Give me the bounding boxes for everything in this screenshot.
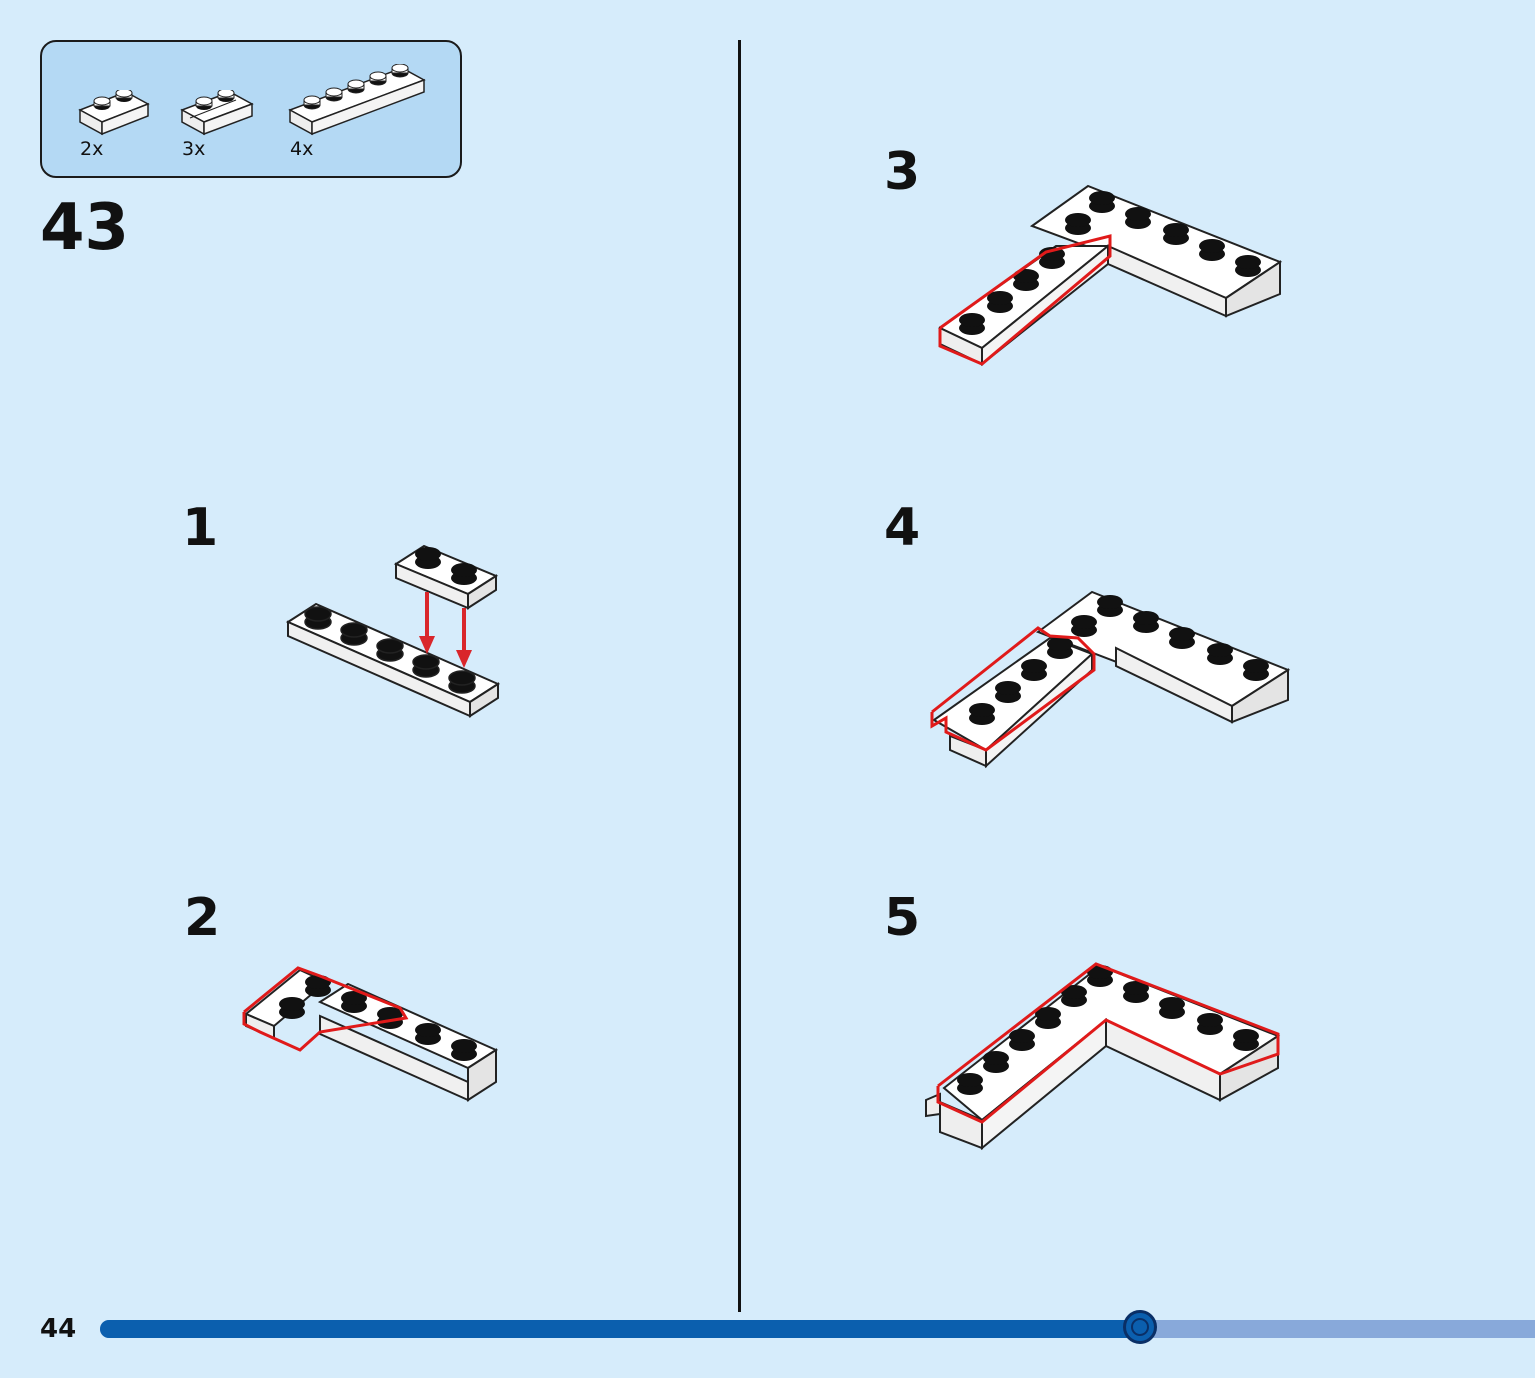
- part-plate-1x2-rail: [180, 90, 256, 140]
- column-divider: [738, 40, 741, 1312]
- part-plate-1x2: [78, 90, 150, 140]
- sub-step-1-number: 1: [182, 498, 219, 558]
- main-step-number: 43: [40, 191, 130, 265]
- part-count-plate-1x2: 2x: [80, 138, 104, 160]
- sub-step-4-illustration: [928, 588, 1294, 772]
- part-count-plate-1x2-rail: 3x: [182, 138, 206, 160]
- part-count-plate-1x6: 4x: [290, 138, 314, 160]
- progress-knob: [1123, 1310, 1158, 1344]
- sub-step-4-number: 4: [884, 498, 921, 558]
- sub-step-2-illustration: [240, 962, 504, 1112]
- sub-step-1-illustration: [284, 540, 504, 720]
- progress-bar: [100, 1310, 1535, 1344]
- page-number: 44: [40, 1314, 77, 1344]
- progress-fill: [100, 1320, 1141, 1338]
- part-plate-1x6: [288, 64, 428, 140]
- sub-step-5-illustration: [920, 962, 1284, 1154]
- sub-step-3-illustration: [936, 182, 1286, 372]
- sub-step-3-number: 3: [884, 142, 921, 202]
- parts-callout: 2x 3x 4x: [40, 40, 462, 178]
- sub-step-2-number: 2: [184, 888, 221, 948]
- sub-step-5-number: 5: [884, 888, 921, 948]
